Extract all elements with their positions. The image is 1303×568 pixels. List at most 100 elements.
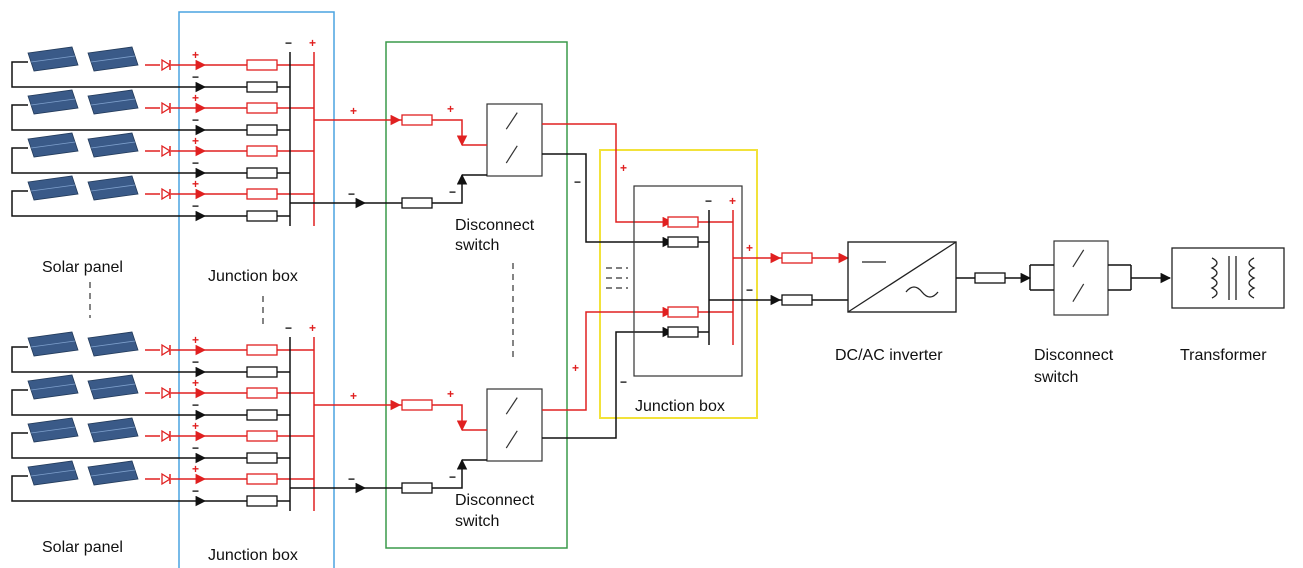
diode-icon xyxy=(161,343,172,357)
solar-panel-icon xyxy=(87,417,139,443)
string-negative-wire xyxy=(11,61,207,93)
output-disconnect-label-line1: Disconnect xyxy=(1034,347,1114,364)
string-negative-wire xyxy=(11,104,207,136)
minus-sign: − xyxy=(746,283,753,297)
fuse-icon xyxy=(246,344,278,356)
junction-box-label-top: Junction box xyxy=(208,268,298,285)
solar-panel-icon xyxy=(27,132,79,158)
solar-panel-icon xyxy=(27,46,79,72)
transformer-label: Transformer xyxy=(1180,347,1267,364)
inverter-icon xyxy=(847,241,957,313)
disconnect-switch-label-bottom-line1: Disconnect xyxy=(455,492,535,509)
fuse-icon xyxy=(974,272,1006,284)
fuse-icon xyxy=(246,495,278,507)
minus-sign: − xyxy=(449,185,456,199)
fuse-icon xyxy=(401,114,433,126)
fuse-icon xyxy=(667,306,699,318)
string-negative-wire xyxy=(11,190,207,222)
junction-box-label-bottom: Junction box xyxy=(208,547,298,564)
string-negative-wire xyxy=(11,475,207,507)
solar-panel-icon xyxy=(87,331,139,357)
combiner-positive-wire xyxy=(542,123,674,228)
disconnect-switch-label-top-line1: Disconnect xyxy=(455,217,535,234)
solar-panel-icon xyxy=(87,132,139,158)
fuse-icon xyxy=(246,430,278,442)
solar-panel-icon xyxy=(87,175,139,201)
solar-panel-icon xyxy=(87,46,139,72)
minus-sign: − xyxy=(348,472,355,486)
positive-feeder xyxy=(432,404,468,432)
fuse-icon xyxy=(246,387,278,399)
transformer-icon xyxy=(1171,247,1285,309)
solar-panel-icon xyxy=(27,89,79,115)
inverter-label: DC/AC inverter xyxy=(835,347,943,364)
fuse-icon xyxy=(401,197,433,209)
minus-sign: − xyxy=(449,470,456,484)
plus-sign: + xyxy=(192,419,199,433)
minus-sign: − xyxy=(285,36,292,50)
string-negative-wire xyxy=(11,147,207,179)
fuse-icon xyxy=(246,81,278,93)
solar-panel-icon xyxy=(27,374,79,400)
plus-sign: + xyxy=(192,177,199,191)
fuse-icon xyxy=(246,188,278,200)
solar-panel-label-top: Solar panel xyxy=(42,259,123,276)
plus-sign: + xyxy=(192,91,199,105)
junction-box-group xyxy=(178,11,335,568)
positive-feeder xyxy=(432,119,468,147)
output-disconnect-label-line2: switch xyxy=(1034,369,1078,386)
minus-sign: − xyxy=(192,199,199,213)
minus-sign: − xyxy=(192,70,199,84)
fuse-icon xyxy=(246,473,278,485)
plus-sign: + xyxy=(746,241,753,255)
combiner-positive-wire xyxy=(542,306,674,411)
minus-sign: − xyxy=(192,441,199,455)
plus-sign: + xyxy=(350,104,357,118)
solar-panel-icon xyxy=(87,89,139,115)
fuse-icon xyxy=(246,210,278,222)
diode-icon xyxy=(161,386,172,400)
diode-icon xyxy=(161,101,172,115)
fuse-icon xyxy=(246,452,278,464)
minus-sign: − xyxy=(705,194,712,208)
disconnect-switch-group xyxy=(385,41,568,549)
minus-sign: − xyxy=(574,175,581,189)
fuse-icon xyxy=(781,252,813,264)
solar-panel-icon xyxy=(27,331,79,357)
solar-panel-icon xyxy=(27,417,79,443)
plus-sign: + xyxy=(309,321,316,335)
plus-sign: + xyxy=(309,36,316,50)
fuse-icon xyxy=(246,145,278,157)
combiner-negative-wire xyxy=(542,153,674,248)
fuse-icon xyxy=(667,236,699,248)
plus-sign: + xyxy=(572,361,579,375)
solar-panel-icon xyxy=(27,460,79,486)
disconnect-switch-label-bottom-line2: switch xyxy=(455,513,499,530)
fuse-icon xyxy=(246,409,278,421)
plus-sign: + xyxy=(620,161,627,175)
fuse-icon xyxy=(246,59,278,71)
diode-icon xyxy=(161,187,172,201)
negative-feeder xyxy=(432,458,468,489)
minus-sign: − xyxy=(285,321,292,335)
plus-sign: + xyxy=(192,376,199,390)
fuse-icon xyxy=(246,124,278,136)
plus-sign: + xyxy=(192,462,199,476)
fuse-icon xyxy=(246,102,278,114)
disconnect-switch-label-top-line2: switch xyxy=(455,237,499,254)
combiner-enclosure xyxy=(633,185,743,377)
plus-sign: + xyxy=(192,48,199,62)
fuse-icon xyxy=(667,216,699,228)
solar-panel-label-bottom: Solar panel xyxy=(42,539,123,556)
diode-icon xyxy=(161,429,172,443)
plus-sign: + xyxy=(350,389,357,403)
fuse-icon xyxy=(401,482,433,494)
fuse-icon xyxy=(246,167,278,179)
fuse-icon xyxy=(401,399,433,411)
disconnect-switch-icon xyxy=(486,388,543,462)
diode-icon xyxy=(161,472,172,486)
plus-sign: + xyxy=(447,387,454,401)
fuse-icon xyxy=(667,326,699,338)
combiner-junction-box-group xyxy=(599,149,758,419)
